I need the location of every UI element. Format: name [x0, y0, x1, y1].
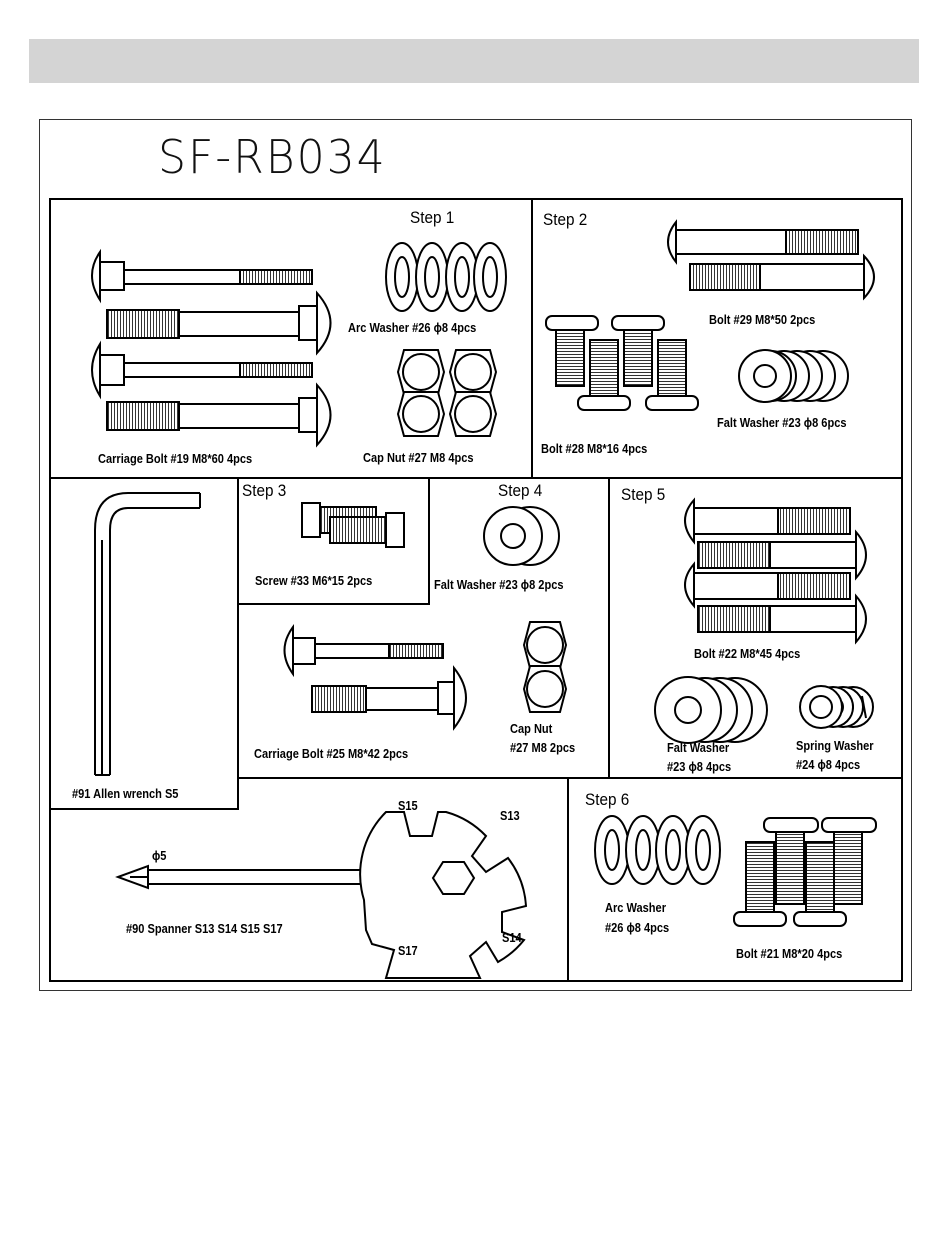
spanner-90-illustration [115, 811, 528, 979]
falt-washer-23-step4-illustration [483, 506, 560, 566]
divider-v-step5 [608, 478, 610, 778]
falt-washer-23-step5-label-line1: Falt Washer [667, 740, 730, 755]
falt-washer-23-step2-label: Falt Washer #23 ϕ8 6pcs [717, 415, 847, 430]
allen-wrench-91-illustration [94, 492, 201, 776]
s17-label: S17 [398, 943, 418, 958]
spring-washer-24-illustration [799, 685, 874, 729]
falt-washer-23-step4-label: Falt Washer #23 ϕ8 2pcs [434, 577, 564, 592]
divider-h-2 [238, 777, 902, 779]
model-number: SF-RB034 [158, 130, 387, 184]
divider-v-allen [237, 478, 239, 810]
carriage-bolt-19-illustration [91, 248, 332, 448]
bolt-21-label: Bolt #21 M8*20 4pcs [736, 946, 843, 961]
bolt-28-illustration [545, 315, 699, 411]
cap-nut-27-step4-illustration [522, 621, 568, 713]
s13-label: S13 [500, 808, 520, 823]
step-2-label: Step 2 [543, 210, 588, 229]
screw-33-label: Screw #33 M6*15 2pcs [255, 573, 373, 588]
arc-washer-26-step6-illustration [594, 815, 721, 885]
falt-washer-23-step2-illustration [738, 349, 849, 403]
bolt-28-label: Bolt #28 M8*16 4pcs [541, 441, 648, 456]
cap-nut-27-step4-label-line1: Cap Nut [510, 721, 553, 736]
screw-33-illustration [301, 502, 405, 548]
spring-washer-24-label-line1: Spring Washer [796, 738, 874, 753]
spring-washer-24-label-line2: #24 ϕ8 4pcs [796, 757, 861, 772]
divider-h-1 [50, 477, 902, 479]
carriage-bolt-25-illustration [283, 623, 467, 731]
cap-nut-27-step1-label: Cap Nut #27 M8 4pcs [363, 450, 474, 465]
bolt-21-illustration [733, 817, 877, 927]
header-bar [29, 39, 919, 83]
s15-label: S15 [398, 798, 418, 813]
spanner-90-label: #90 Spanner S13 S14 S15 S17 [126, 921, 283, 936]
divider-v-step3 [428, 478, 430, 605]
bolt-29-label: Bolt #29 M8*50 2pcs [709, 312, 816, 327]
carriage-bolt-19-label: Carriage Bolt #19 M8*60 4pcs [98, 451, 253, 466]
cap-nut-27-step1-illustration [396, 349, 498, 437]
divider-h-allen [50, 808, 238, 810]
falt-washer-23-step5-illustration [654, 676, 768, 744]
step-6-label: Step 6 [585, 790, 630, 809]
bolt-22-illustration [684, 497, 867, 645]
step-3-label: Step 3 [242, 481, 287, 500]
arc-washer-26-step1-illustration [385, 242, 507, 312]
carriage-bolt-25-label: Carriage Bolt #25 M8*42 2pcs [254, 746, 409, 761]
divider-h-step3 [238, 603, 429, 605]
phi5-label: ϕ5 [152, 848, 167, 863]
bolt-22-label: Bolt #22 M8*45 4pcs [694, 646, 801, 661]
arc-washer-26-step1-label: Arc Washer #26 ϕ8 4pcs [348, 320, 477, 335]
arc-washer-26-step6-label-line2: #26 ϕ8 4pcs [605, 920, 670, 935]
step-5-label: Step 5 [621, 485, 666, 504]
arc-washer-26-step6-label-line1: Arc Washer [605, 900, 667, 915]
allen-wrench-91-label: #91 Allen wrench S5 [72, 786, 179, 801]
divider-v-step6 [567, 778, 569, 981]
falt-washer-23-step5-label-line2: #23 ϕ8 4pcs [667, 759, 732, 774]
divider-v-top [531, 199, 533, 478]
bolt-29-illustration [667, 219, 875, 301]
s14-label: S14 [502, 930, 522, 945]
step-1-label: Step 1 [410, 208, 455, 227]
step-4-label: Step 4 [498, 481, 543, 500]
parts-frame [49, 198, 903, 982]
hardware-sheet [39, 119, 912, 991]
cap-nut-27-step4-label-line2: #27 M8 2pcs [510, 740, 576, 755]
